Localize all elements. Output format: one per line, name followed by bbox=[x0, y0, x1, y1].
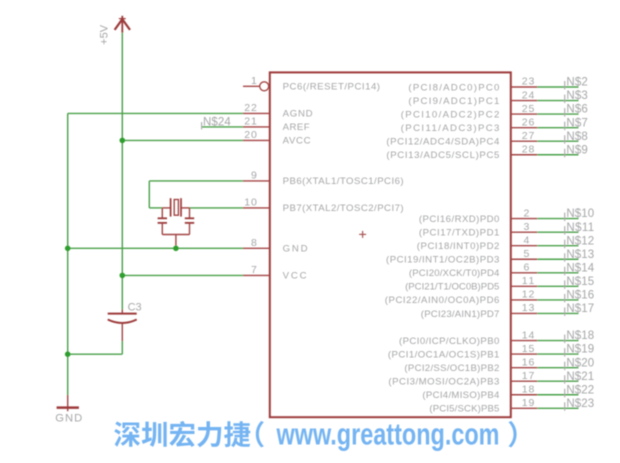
svg-text:18: 18 bbox=[522, 383, 535, 395]
svg-text:28: 28 bbox=[522, 143, 535, 155]
svg-text:N$2: N$2 bbox=[566, 77, 587, 89]
svg-text:(PCI2/SS/OC1B)PB2: (PCI2/SS/OC1B)PB2 bbox=[404, 363, 499, 374]
svg-text:23: 23 bbox=[522, 76, 535, 88]
svg-text:N$8: N$8 bbox=[566, 131, 587, 143]
svg-text:PC6(/RESET/PCI14): PC6(/RESET/PCI14) bbox=[283, 82, 380, 93]
svg-text:6: 6 bbox=[524, 262, 530, 274]
svg-text:12: 12 bbox=[522, 289, 535, 301]
svg-text:+5V: +5V bbox=[98, 24, 110, 45]
svg-text:N$12: N$12 bbox=[566, 235, 594, 247]
svg-text:N$23: N$23 bbox=[566, 398, 594, 410]
svg-text:(PCI22/AIN0/OC0A)PD6: (PCI22/AIN0/OC0A)PD6 bbox=[385, 295, 500, 306]
svg-text:N$13: N$13 bbox=[566, 249, 594, 261]
svg-text:www.greattong.com: www.greattong.com bbox=[276, 417, 500, 452]
svg-text:N$10: N$10 bbox=[566, 208, 594, 220]
svg-text:N$9: N$9 bbox=[566, 144, 587, 156]
svg-text:10: 10 bbox=[244, 197, 257, 209]
svg-text:C3: C3 bbox=[128, 302, 142, 314]
svg-text:N$21: N$21 bbox=[566, 371, 594, 383]
svg-text:(PCI17/TXD)PD1: (PCI17/TXD)PD1 bbox=[419, 227, 500, 238]
svg-text:N$17: N$17 bbox=[566, 303, 594, 315]
svg-text:27: 27 bbox=[522, 130, 535, 142]
svg-text:N$22: N$22 bbox=[566, 384, 594, 396]
svg-text:4: 4 bbox=[524, 234, 530, 246]
svg-text:25: 25 bbox=[522, 103, 535, 115]
svg-text:AVCC: AVCC bbox=[283, 136, 311, 147]
svg-text:(PCI21/T1/OC0B)PD5: (PCI21/T1/OC0B)PD5 bbox=[405, 282, 499, 293]
svg-text:3: 3 bbox=[524, 221, 530, 233]
svg-text:GND: GND bbox=[55, 412, 82, 424]
svg-text:24: 24 bbox=[522, 89, 535, 101]
svg-text:AGND: AGND bbox=[283, 109, 313, 120]
svg-text:(PCI10/ADC2)PC2: (PCI10/ADC2)PC2 bbox=[401, 109, 500, 120]
svg-text:5: 5 bbox=[524, 248, 530, 260]
svg-text:(PCI0/ICP/CLKO)PB0: (PCI0/ICP/CLKO)PB0 bbox=[399, 336, 499, 347]
svg-text:17: 17 bbox=[522, 370, 535, 382]
svg-text:(PCI9/ADC1)PC1: (PCI9/ADC1)PC1 bbox=[408, 96, 499, 107]
svg-text:N$14: N$14 bbox=[566, 262, 594, 274]
svg-text:(PCI11/ADC3)PC3: (PCI11/ADC3)PC3 bbox=[401, 123, 500, 134]
svg-text:7: 7 bbox=[251, 264, 257, 276]
svg-text:(PCI5/SCK)PB5: (PCI5/SCK)PB5 bbox=[429, 404, 499, 415]
svg-text:11: 11 bbox=[522, 275, 535, 287]
svg-text:N$15: N$15 bbox=[566, 276, 594, 288]
svg-text:(PCI3/MOSI/OC2A)PB3: (PCI3/MOSI/OC2A)PB3 bbox=[388, 377, 499, 388]
svg-text:(PCI23/AIN1)PD7: (PCI23/AIN1)PD7 bbox=[421, 309, 500, 320]
svg-text:N$20: N$20 bbox=[566, 357, 594, 369]
svg-text:8: 8 bbox=[251, 237, 257, 249]
svg-text:N$24: N$24 bbox=[203, 116, 231, 128]
svg-text:AREF: AREF bbox=[283, 122, 310, 133]
svg-text:PB7(XTAL2/TOSC2/PCI7): PB7(XTAL2/TOSC2/PCI7) bbox=[283, 203, 404, 214]
svg-text:19: 19 bbox=[522, 397, 535, 409]
svg-text:1: 1 bbox=[251, 75, 257, 87]
svg-text:9: 9 bbox=[251, 170, 257, 182]
svg-text:20: 20 bbox=[244, 129, 257, 141]
svg-text:N$7: N$7 bbox=[566, 117, 587, 129]
svg-text:(PCI13/ADC5/SCL)PC5: (PCI13/ADC5/SCL)PC5 bbox=[386, 150, 499, 161]
svg-text:PB6(XTAL1/TOSC1/PCI6): PB6(XTAL1/TOSC1/PCI6) bbox=[283, 176, 404, 187]
svg-text:N$3: N$3 bbox=[566, 90, 587, 102]
svg-text:N$16: N$16 bbox=[566, 290, 594, 302]
svg-text:(PCI19/INT1/OC2B)PD3: (PCI19/INT1/OC2B)PD3 bbox=[386, 255, 499, 266]
svg-text:VCC: VCC bbox=[283, 271, 307, 282]
svg-text:14: 14 bbox=[522, 329, 535, 341]
svg-text:16: 16 bbox=[522, 356, 535, 368]
svg-text:(PCI20/XCK/T0)PD4: (PCI20/XCK/T0)PD4 bbox=[409, 268, 500, 279]
svg-text:13: 13 bbox=[522, 302, 535, 314]
svg-text:22: 22 bbox=[244, 102, 257, 114]
svg-text:N$6: N$6 bbox=[566, 104, 587, 116]
svg-text:(PCI1/OC1A/OC1S)PB1: (PCI1/OC1A/OC1S)PB1 bbox=[388, 349, 500, 360]
svg-text:2: 2 bbox=[524, 207, 530, 219]
svg-text:(PCI16/RXD)PD0: (PCI16/RXD)PD0 bbox=[419, 214, 500, 225]
svg-text:21: 21 bbox=[244, 116, 257, 128]
svg-text:GND: GND bbox=[283, 244, 308, 255]
svg-text:(PCI12/ADC4/SDA)PC4: (PCI12/ADC4/SDA)PC4 bbox=[386, 137, 500, 148]
svg-text:(PCI18/INT0)PD2: (PCI18/INT0)PD2 bbox=[417, 241, 500, 252]
svg-text:26: 26 bbox=[522, 116, 535, 128]
svg-text:N$19: N$19 bbox=[566, 344, 594, 356]
svg-text:N$18: N$18 bbox=[566, 330, 594, 342]
svg-text:15: 15 bbox=[522, 343, 535, 355]
svg-text:N$11: N$11 bbox=[566, 222, 594, 234]
svg-text:(PCI8/ADC0)PC0: (PCI8/ADC0)PC0 bbox=[408, 82, 499, 93]
svg-text:(PCI4/MISO)PB4: (PCI4/MISO)PB4 bbox=[422, 390, 500, 401]
